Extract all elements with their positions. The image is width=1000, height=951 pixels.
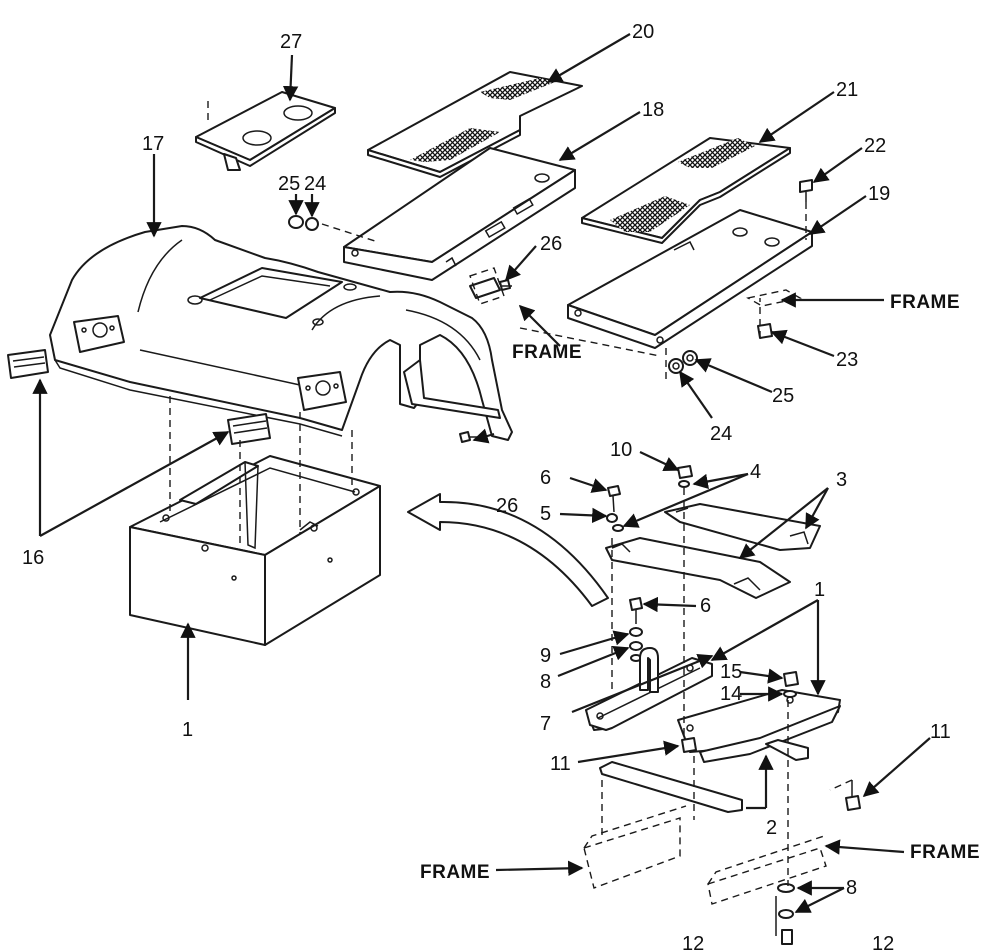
part-17-body-shell [49, 225, 513, 441]
callout-25-upper: 25 [278, 173, 300, 195]
callout-labels: 27 20 18 21 22 19 17 25 24 26 26 23 25 2… [22, 21, 951, 951]
callout-18: 18 [642, 99, 664, 121]
part-2-straps [599, 739, 809, 813]
callout-1-brackets: 1 [814, 579, 825, 601]
callout-26-lower: 26 [496, 495, 518, 517]
part-16-reflectors [7, 349, 271, 445]
callout-8-lower: 8 [846, 877, 857, 899]
callout-12-right: 12 [872, 933, 894, 951]
callout-4: 4 [750, 461, 761, 483]
callout-20: 20 [632, 21, 654, 43]
callout-21: 21 [836, 79, 858, 101]
callout-11-right: 11 [930, 721, 951, 743]
callout-6-lower: 6 [700, 595, 711, 617]
callout-19: 19 [868, 183, 890, 205]
rotation-arrow [407, 493, 609, 607]
callout-22: 22 [864, 135, 886, 157]
callout-11-left: 11 [550, 753, 571, 775]
callout-25-lower: 25 [772, 385, 794, 407]
callout-14: 14 [720, 683, 742, 705]
callout-5: 5 [540, 503, 551, 525]
callout-17: 17 [142, 133, 164, 155]
frame-label-center: FRAME [512, 342, 582, 363]
part-21-mesh-panel [581, 137, 791, 244]
part-20-mesh-panel [367, 71, 583, 178]
part-18-box-cover [343, 147, 576, 281]
callout-10: 10 [610, 439, 632, 461]
part-1-mount-brackets [585, 657, 841, 763]
callout-27: 27 [280, 31, 302, 53]
part-1-battery-box [129, 455, 381, 646]
callout-24-upper: 24 [304, 173, 326, 195]
part-19-box-cover [567, 209, 813, 349]
callout-23: 23 [836, 349, 858, 371]
callout-9: 9 [540, 645, 551, 667]
callout-24-lower: 24 [710, 423, 732, 445]
hardware-fasteners [288, 179, 861, 945]
callout-15: 15 [720, 661, 742, 683]
callout-3: 3 [836, 469, 847, 491]
callout-16: 16 [22, 547, 44, 569]
frame-label-bottom-left: FRAME [420, 862, 490, 883]
callout-2: 2 [766, 817, 777, 839]
part-3-rails [605, 503, 821, 599]
part-27-cover-plate [195, 91, 336, 171]
leader-lines [32, 33, 931, 913]
callout-6-upper: 6 [540, 467, 551, 489]
callout-1-battery-box: 1 [182, 719, 193, 741]
callout-7: 7 [540, 713, 551, 735]
callout-12-left: 12 [682, 933, 704, 951]
frame-labels: FRAME FRAME FRAME FRAME [420, 292, 980, 883]
frame-label-right-top: FRAME [890, 292, 960, 313]
alignment-lines [169, 96, 853, 886]
callout-8-upper: 8 [540, 671, 551, 693]
callout-26-upper: 26 [540, 233, 562, 255]
frame-label-bottom-right: FRAME [910, 842, 980, 863]
